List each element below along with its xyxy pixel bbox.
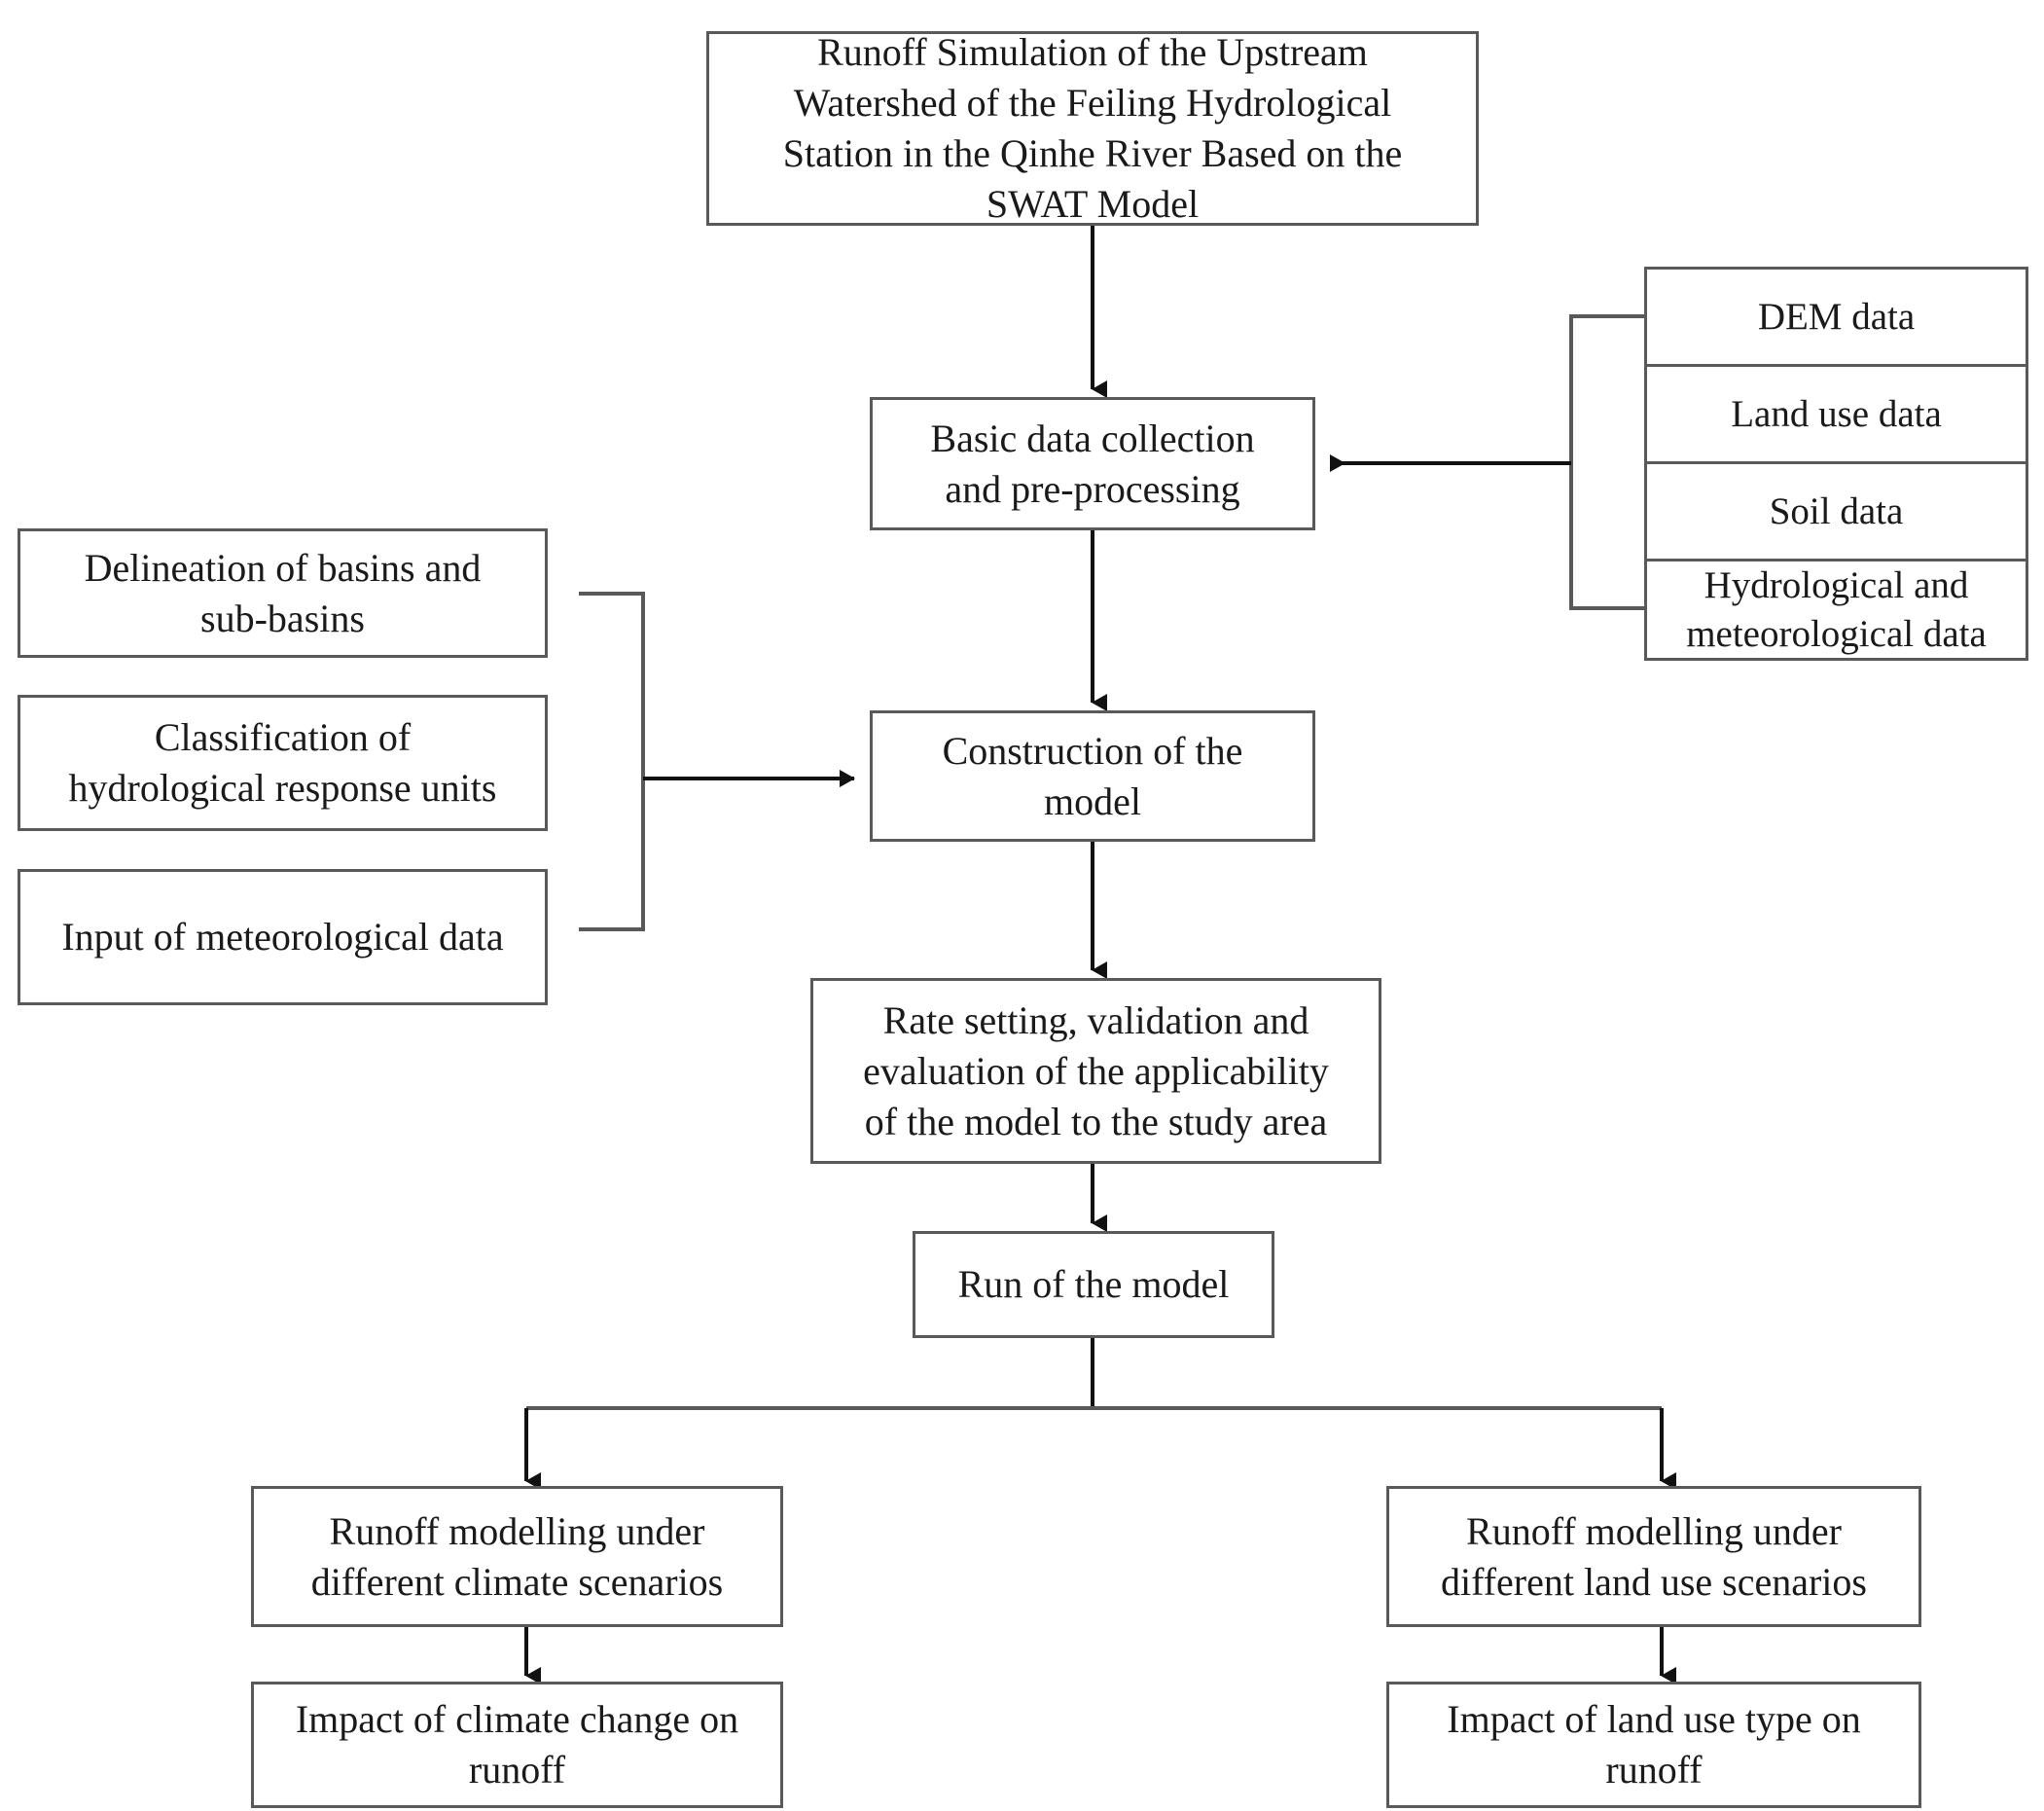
data-stack-item-hydro-meteo[interactable]: Hydrological and meteorological data bbox=[1647, 561, 2026, 658]
node-climate-scenarios-label: Runoff modelling under different climate… bbox=[310, 1508, 724, 1604]
data-stack-item-land-use-label: Land use data bbox=[1731, 392, 1942, 435]
node-run-of-model[interactable]: Run of the model bbox=[913, 1231, 1274, 1338]
node-landuse-impact-label: Impact of land use type on runoff bbox=[1447, 1697, 1861, 1792]
node-classification-hru[interactable]: Classification of hydrological response … bbox=[18, 695, 548, 831]
data-stack-item-dem[interactable]: DEM data bbox=[1647, 270, 2026, 367]
node-delineation-of-basins-label: Delineation of basins and sub-basins bbox=[84, 545, 482, 640]
data-stack-item-dem-label: DEM data bbox=[1757, 295, 1916, 338]
connector-data-stack-to-basic-data bbox=[1330, 314, 1644, 610]
node-landuse-scenarios[interactable]: Runoff modelling under different land us… bbox=[1386, 1486, 1921, 1627]
connector-input-stack-to-construction bbox=[579, 592, 855, 931]
node-classification-hru-label: Classification of hydrological response … bbox=[68, 715, 497, 810]
node-run-of-model-label: Run of the model bbox=[957, 1262, 1230, 1306]
connector-climate-scenarios-to-impact bbox=[524, 1627, 541, 1684]
node-landuse-impact[interactable]: Impact of land use type on runoff bbox=[1386, 1682, 1921, 1808]
node-input-meteorological-data-label: Input of meteorological data bbox=[61, 915, 504, 959]
node-rate-setting-validation-label: Rate setting, validation and evaluation … bbox=[863, 997, 1329, 1143]
node-rate-setting-validation[interactable]: Rate setting, validation and evaluation … bbox=[810, 978, 1381, 1164]
data-stack-item-land-use[interactable]: Land use data bbox=[1647, 367, 2026, 464]
node-climate-impact-label: Impact of climate change on runoff bbox=[295, 1697, 739, 1792]
node-basic-data-collection-label: Basic data collection and pre-processing bbox=[930, 416, 1255, 511]
node-construction-of-model-label: Construction of the model bbox=[942, 728, 1243, 823]
node-input-meteorological-data[interactable]: Input of meteorological data bbox=[18, 869, 548, 1005]
node-landuse-scenarios-label: Runoff modelling under different land us… bbox=[1441, 1508, 1867, 1604]
node-delineation-of-basins[interactable]: Delineation of basins and sub-basins bbox=[18, 528, 548, 658]
node-title-label: Runoff Simulation of the Upstream Waters… bbox=[782, 30, 1403, 226]
node-climate-impact[interactable]: Impact of climate change on runoff bbox=[251, 1682, 783, 1808]
node-basic-data-collection[interactable]: Basic data collection and pre-processing bbox=[870, 397, 1315, 530]
node-title[interactable]: Runoff Simulation of the Upstream Waters… bbox=[706, 30, 1479, 226]
data-stack-item-hydro-meteo-label: Hydrological and meteorological data bbox=[1686, 563, 1987, 655]
node-climate-scenarios[interactable]: Runoff modelling under different climate… bbox=[251, 1486, 783, 1627]
data-stack-item-soil[interactable]: Soil data bbox=[1647, 464, 2026, 561]
data-stack-item-soil-label: Soil data bbox=[1769, 489, 1904, 532]
data-source-stack: DEM data Land use data Soil data Hydrolo… bbox=[1644, 267, 2028, 661]
connector-run-fork bbox=[524, 1338, 1676, 1490]
node-construction-of-model[interactable]: Construction of the model bbox=[870, 710, 1315, 842]
